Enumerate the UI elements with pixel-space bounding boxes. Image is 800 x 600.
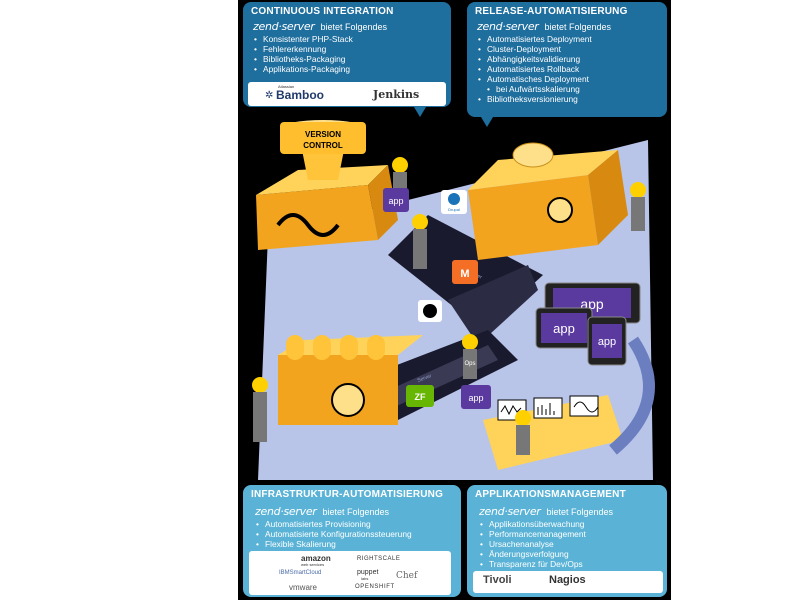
list-item: Konsistenter PHP-Stack <box>254 34 353 44</box>
ci-title: CONTINUOUS INTEGRATION <box>251 6 394 17</box>
list-item: Ursachenanalyse <box>480 539 586 549</box>
list-item: Abhängigkeitsvalidierung <box>478 54 592 64</box>
amazon-logo: amazon <box>301 554 331 563</box>
release-panel: RELEASE-AUTOMATISIERUNG zend·server biet… <box>467 2 667 117</box>
list-item: Bibliotheks-Packaging <box>254 54 353 64</box>
release-panel-pointer <box>481 117 493 127</box>
release-gauge-icon <box>547 197 573 223</box>
zend-server-logo: zend·server <box>255 505 317 518</box>
zend-server-logo: zend·server <box>477 20 539 33</box>
jenkins-icon: ☺ <box>358 88 370 100</box>
list-item: Transparenz für Dev/Ops <box>480 559 586 569</box>
apm-offers: bietet Folgendes <box>546 507 614 517</box>
infra-panel: INFRASTRUKTUR-AUTOMATISIERUNG zend·serve… <box>243 485 461 597</box>
rightscale-logo: RIGHTSCALE <box>357 556 401 562</box>
app-box: app <box>383 188 409 212</box>
workers: Ops <box>252 157 646 455</box>
chef-logo: Chef <box>396 571 418 581</box>
list-item: Automatisches Deployment <box>478 74 592 84</box>
release-brand-row: zend·server bietet Folgendes <box>477 20 611 33</box>
factory-scene: Server Server VERSION CONTROL <box>252 120 655 490</box>
server-machine <box>278 335 423 425</box>
magento-box: M <box>452 260 478 284</box>
drupal-icon <box>448 193 460 205</box>
ci-logo-strip: Atlassian Bamboo ✲ ☺ Jenkins <box>248 82 446 106</box>
jenkins-logo: Jenkins <box>373 88 420 101</box>
ci-feature-list: Konsistenter PHP-Stack Fehlererkennung B… <box>254 34 353 74</box>
release-title: RELEASE-AUTOMATISIERUNG <box>475 6 628 17</box>
infra-offers: bietet Folgendes <box>322 507 390 517</box>
release-offers: bietet Folgendes <box>544 22 612 32</box>
drupal-box: Drupal <box>441 190 467 214</box>
list-item: Änderungsverfolgung <box>480 549 586 559</box>
symfony-box <box>418 300 442 322</box>
apm-logo-strip: Tivoli Nagios <box>473 571 663 593</box>
svg-text:app: app <box>388 196 403 206</box>
device-tablet: app <box>535 307 593 349</box>
ibm-smartcloud-logo: IBMSmartCloud <box>279 570 322 576</box>
list-item: Automatisierte Konfigurationssteuerung <box>256 529 412 539</box>
release-feature-list: Automatisiertes Deployment Cluster-Deplo… <box>478 34 592 104</box>
svg-text:app: app <box>468 393 483 403</box>
svg-text:app: app <box>553 321 575 336</box>
list-item: Automatisiertes Rollback <box>478 64 592 74</box>
apm-brand-row: zend·server bietet Folgendes <box>479 505 613 518</box>
list-item: Applikations-Packaging <box>254 64 353 74</box>
list-item: Fehlererkennung <box>254 44 353 54</box>
infra-feature-list: Automatisiertes Provisioning Automatisie… <box>256 519 412 549</box>
infra-logo-strip: amazon web services RIGHTSCALE IBMSmartC… <box>249 551 451 595</box>
ci-panel: CONTINUOUS INTEGRATION zend·server biete… <box>243 2 451 107</box>
nagios-logo: Nagios <box>549 574 586 586</box>
version-control-machine: VERSION CONTROL <box>256 120 398 250</box>
openshift-icon: ◎ <box>345 582 352 591</box>
list-item: Performancemanagement <box>480 529 586 539</box>
svg-text:M: M <box>460 268 469 280</box>
ci-panel-pointer <box>414 107 426 117</box>
release-machine <box>468 142 628 260</box>
zend-server-logo: zend·server <box>479 505 541 518</box>
ops-label: Ops <box>464 361 475 367</box>
zf-box: ZF <box>406 385 434 407</box>
list-item: Cluster-Deployment <box>478 44 592 54</box>
apm-title: APPLIKATIONSMANAGEMENT <box>475 489 626 500</box>
vmware-logo: vmware <box>289 583 318 592</box>
version-control-line2: CONTROL <box>303 141 343 150</box>
device-phone: app <box>587 316 627 366</box>
openshift-logo: OPENSHIFT <box>355 584 395 590</box>
puppet-icon: ⛰ <box>346 568 353 577</box>
version-control-line1: VERSION <box>305 130 341 139</box>
ci-offers: bietet Folgendes <box>320 22 388 32</box>
ci-brand-row: zend·server bietet Folgendes <box>253 20 387 33</box>
apm-panel: APPLIKATIONSMANAGEMENT zend·server biete… <box>467 485 667 597</box>
list-item: Automatisiertes Deployment <box>478 34 592 44</box>
infra-brand-row: zend·server bietet Folgendes <box>255 505 389 518</box>
infographic-stage: Server Server VERSION CONTROL <box>238 0 671 600</box>
belt-label: Server <box>417 373 433 384</box>
app-box: app <box>461 385 491 409</box>
list-item: Automatisiertes Provisioning <box>256 519 412 529</box>
amazon-sub: web services <box>301 562 325 567</box>
list-item: bei Aufwärtsskalierung <box>478 84 592 94</box>
puppet-logo: puppet <box>357 569 379 576</box>
puppet-sub: labs <box>361 576 369 581</box>
tivoli-logo: Tivoli <box>483 574 512 586</box>
svg-text:ZF: ZF <box>415 392 426 402</box>
list-item: Applikationsüberwachung <box>480 519 586 529</box>
server-gear-icon <box>331 383 365 417</box>
bamboo-logo: Bamboo <box>276 88 324 102</box>
atlassian-label: Atlassian <box>278 84 295 89</box>
svg-text:app: app <box>598 336 616 348</box>
symfony-icon <box>423 304 437 318</box>
apm-feature-list: Applikationsüberwachung Performancemanag… <box>480 519 586 569</box>
zend-server-logo: zend·server <box>253 20 315 33</box>
infra-title: INFRASTRUKTUR-AUTOMATISIERUNG <box>251 489 444 500</box>
list-item: Bibliotheksversionierung <box>478 94 592 104</box>
bamboo-icon: ✲ <box>265 90 274 101</box>
list-item: Flexible Skalierung <box>256 539 412 549</box>
svg-text:Drupal: Drupal <box>448 207 460 212</box>
